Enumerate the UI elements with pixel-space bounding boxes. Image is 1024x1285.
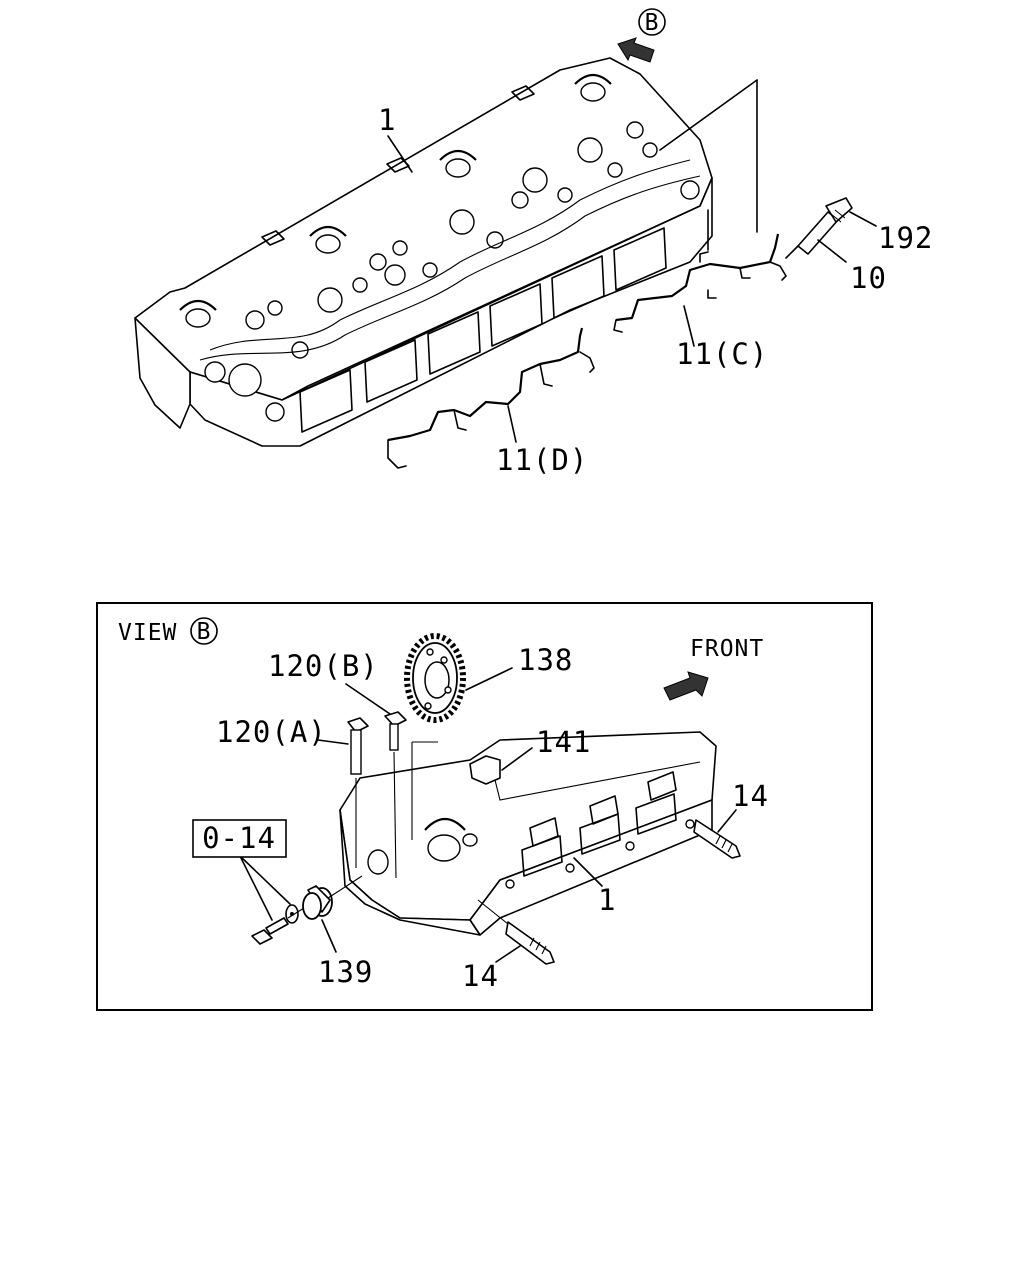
callout-10: 10 <box>850 261 887 295</box>
front-arrow-icon <box>663 671 709 701</box>
view-arrow-icon <box>617 37 655 63</box>
glow-plug <box>785 197 853 259</box>
callout-120a: 120(A) <box>216 715 327 749</box>
callout-11d: 11(D) <box>496 443 588 477</box>
front-label: FRONT <box>690 636 764 662</box>
washer <box>285 904 299 924</box>
inset-view-letter: B <box>197 619 212 645</box>
ref-box <box>192 819 287 858</box>
cam-journals <box>179 73 612 328</box>
plug-139 <box>302 885 333 920</box>
bolt-0-14 <box>251 917 289 945</box>
callout-14-right: 14 <box>732 779 769 813</box>
stud-14-bottom <box>505 921 555 965</box>
view-direction-marker: B <box>617 8 666 63</box>
callout-1-inset: 1 <box>598 883 616 917</box>
callout-138: 138 <box>518 643 573 677</box>
idler-gear <box>404 633 466 723</box>
bolt-120b <box>384 711 407 751</box>
stud-14-right <box>693 819 741 859</box>
callout-192: 192 <box>878 221 933 255</box>
callout-120b: 120(B) <box>268 649 379 683</box>
bolt-120a <box>347 717 369 775</box>
view-b-inset: VIEW B FRONT <box>96 602 873 1011</box>
callout-141: 141 <box>536 725 591 759</box>
cylinder-head-main <box>134 57 713 447</box>
intake-ports <box>299 227 667 433</box>
inset-title: VIEW <box>118 620 177 646</box>
callout-11c: 11(C) <box>676 337 768 371</box>
ref-box-label: 0-14 <box>202 821 276 855</box>
callout-1-head: 1 <box>378 103 396 137</box>
connector-11d <box>387 327 595 469</box>
cylinder-head-end-view <box>339 731 717 936</box>
connector-11c <box>613 233 787 333</box>
view-marker-letter: B <box>645 10 660 36</box>
valve-holes <box>204 121 700 422</box>
callout-139: 139 <box>318 955 373 989</box>
callout-14-bottom: 14 <box>462 959 499 993</box>
cover-141 <box>469 755 501 785</box>
